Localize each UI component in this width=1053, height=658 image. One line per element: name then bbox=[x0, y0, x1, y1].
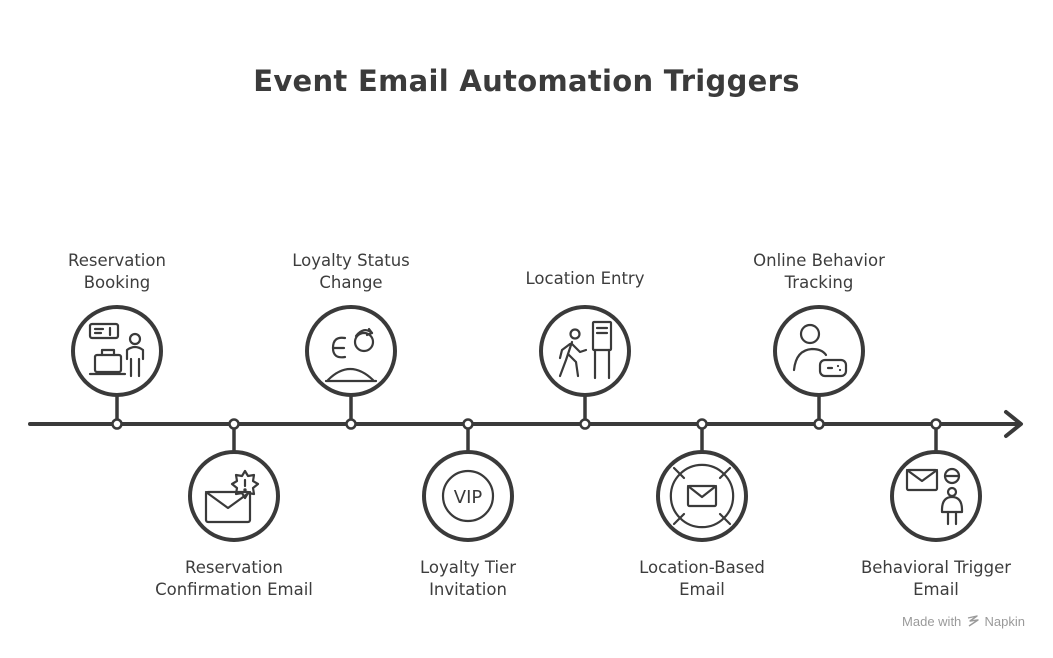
location-email-icon bbox=[669, 463, 735, 529]
vip-icon bbox=[441, 469, 495, 523]
event-label-location-entry: Location Entry bbox=[525, 269, 645, 288]
behavioral-email-icon bbox=[905, 467, 964, 526]
watermark-brand: Napkin bbox=[984, 614, 1025, 629]
location-entry-icon bbox=[558, 320, 613, 380]
event-label-loyalty-tier-invitation: Loyalty Tier Invitation bbox=[419, 558, 517, 599]
booking-icon bbox=[88, 322, 145, 378]
napkin-logo-icon bbox=[967, 615, 979, 627]
event-label-behavioral-trigger-email: Behavioral Trigger Email bbox=[860, 558, 1012, 599]
event-label-online-behavior-tracking: Online Behavior Tracking bbox=[753, 251, 885, 292]
watermark-prefix: Made with bbox=[902, 614, 962, 629]
watermark[interactable]: Made with Napkin bbox=[902, 614, 1025, 629]
event-label-location-based-email: Location-Based Email bbox=[639, 558, 765, 599]
loyalty-change-icon bbox=[324, 327, 378, 383]
vip-label: VIP bbox=[454, 487, 483, 508]
event-label-reservation-confirmation-email: Reservation Confirmation Email bbox=[155, 558, 313, 599]
node-circle-8 bbox=[890, 450, 982, 542]
event-label-reservation-booking: Reservation Booking bbox=[68, 251, 166, 292]
node-circle-4 bbox=[422, 450, 514, 542]
email-alert-icon bbox=[204, 469, 260, 524]
event-label-loyalty-status-change: Loyalty Status Change bbox=[292, 251, 410, 292]
node-circle-1 bbox=[71, 305, 163, 397]
timeline-arrowhead bbox=[1004, 410, 1023, 438]
online-behavior-icon bbox=[792, 323, 848, 378]
node-circle-2 bbox=[188, 450, 280, 542]
diagram-title: Event Email Automation Triggers bbox=[253, 64, 800, 98]
node-circle-3 bbox=[305, 305, 397, 397]
